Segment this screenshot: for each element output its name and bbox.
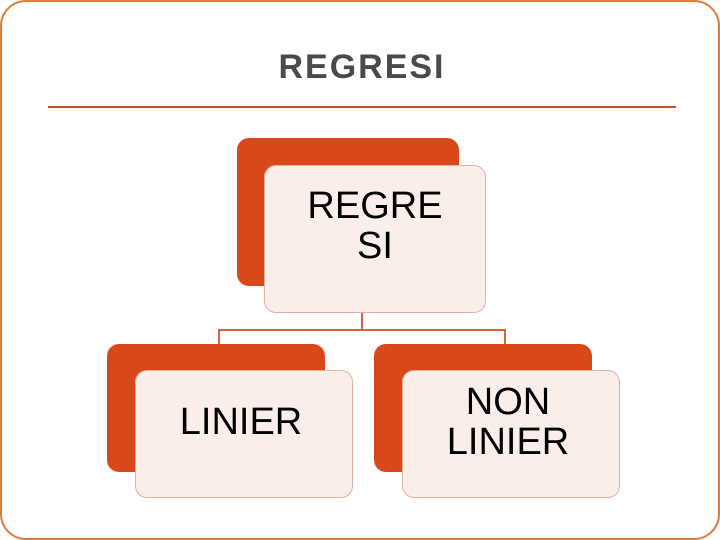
node-root[interactable]: REGRE SI — [237, 138, 486, 313]
node-linier-label: LINIER — [179, 400, 303, 443]
page-title: REGRESI — [278, 48, 446, 86]
connector-horizontal — [218, 329, 506, 331]
node-root-label: REGRE SI — [307, 184, 443, 267]
regression-tree-diagram: REGRE SI LINIER NON LINIER — [2, 122, 720, 522]
node-linier-face — [135, 370, 353, 498]
connector-right-down — [504, 329, 506, 351]
node-root-face — [264, 165, 486, 313]
node-linier[interactable]: LINIER — [107, 344, 353, 498]
connector-left-down — [218, 329, 220, 351]
connector-root-down — [361, 297, 363, 330]
node-non-linier-label: NON LINIER — [446, 380, 570, 463]
node-non-linier[interactable]: NON LINIER — [374, 344, 620, 498]
title-divider — [48, 106, 676, 108]
node-non-linier-face — [402, 370, 620, 498]
